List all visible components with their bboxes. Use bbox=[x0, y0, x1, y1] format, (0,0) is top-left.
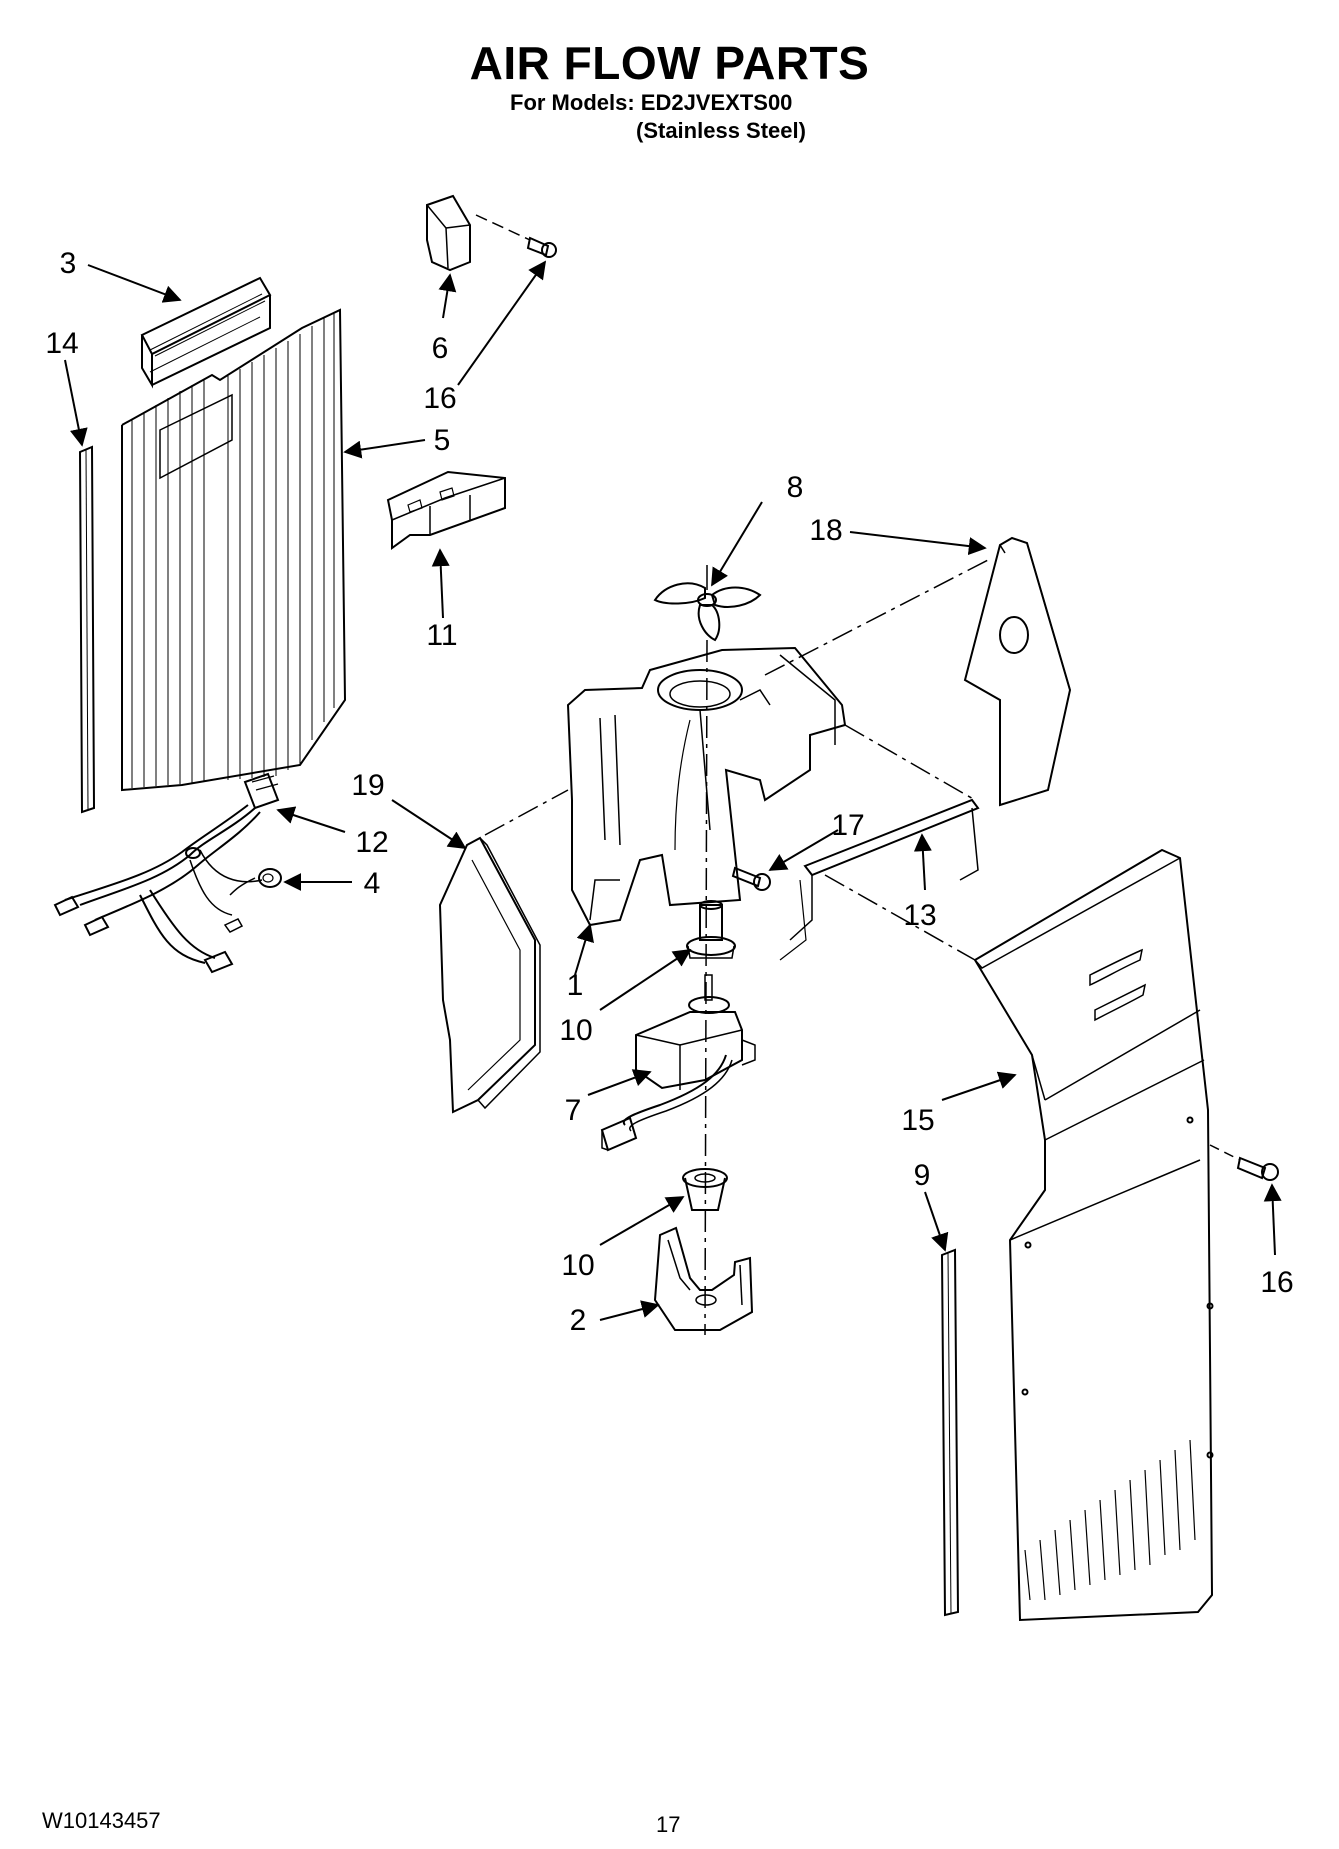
part-grille-cap bbox=[140, 276, 272, 389]
part-foam-strip-left bbox=[78, 445, 96, 814]
part-fan-housing bbox=[566, 646, 847, 927]
callout-16: 16 bbox=[423, 382, 456, 415]
models-line: For Models: ED2JVEXTS00 bbox=[510, 90, 793, 115]
callout-19: 19 bbox=[351, 769, 384, 802]
part-evaporator-cover bbox=[973, 848, 1214, 1622]
callout-1: 1 bbox=[567, 969, 584, 1002]
part-screw-top bbox=[475, 214, 557, 258]
callout-12: 12 bbox=[355, 826, 388, 859]
part-seal-left bbox=[438, 836, 541, 1114]
leader-arrows bbox=[64, 260, 1282, 1321]
callout-2: 2 bbox=[570, 1304, 587, 1337]
part-bushing-top bbox=[686, 900, 736, 959]
part-wire-harness bbox=[53, 772, 282, 974]
callout-10-lower: 10 bbox=[561, 1249, 594, 1282]
page-number: 17 bbox=[656, 1812, 681, 1837]
callout-6: 6 bbox=[432, 332, 449, 365]
callout-5: 5 bbox=[434, 424, 451, 457]
callout-15: 15 bbox=[901, 1104, 934, 1137]
part-seal-right bbox=[963, 536, 1072, 807]
document-number: W10143457 bbox=[42, 1808, 161, 1833]
callout-9: 9 bbox=[914, 1159, 931, 1192]
part-fan-motor bbox=[600, 974, 756, 1152]
callout-11: 11 bbox=[426, 619, 457, 652]
callout-17: 17 bbox=[831, 809, 864, 842]
callout-8: 8 bbox=[787, 471, 804, 504]
part-bracket bbox=[386, 470, 506, 550]
part-screw-right bbox=[1209, 1144, 1279, 1181]
assembly-lines bbox=[484, 559, 989, 1336]
callout-18: 18 bbox=[809, 514, 842, 547]
part-back-panel bbox=[121, 308, 347, 792]
part-fan-blade bbox=[653, 565, 762, 642]
callout-16-right: 16 bbox=[1260, 1266, 1293, 1299]
callout-10: 10 bbox=[559, 1014, 592, 1047]
callout-14: 14 bbox=[45, 327, 78, 360]
variant-line: (Stainless Steel) bbox=[636, 118, 806, 143]
callout-7: 7 bbox=[565, 1094, 582, 1127]
callout-4: 4 bbox=[364, 867, 381, 900]
callout-labels: 3 14 6 16 5 11 8 18 19 12 4 17 13 1 10 7… bbox=[45, 247, 1293, 1337]
page-title: AIR FLOW PARTS bbox=[469, 37, 870, 89]
callout-3: 3 bbox=[60, 247, 77, 280]
part-motor-bracket bbox=[653, 1226, 754, 1331]
callout-13: 13 bbox=[903, 899, 936, 932]
part-screw-17 bbox=[731, 866, 771, 891]
part-clip-frame bbox=[779, 798, 980, 961]
part-cap bbox=[426, 194, 471, 272]
part-foam-strip-right bbox=[940, 1248, 960, 1617]
